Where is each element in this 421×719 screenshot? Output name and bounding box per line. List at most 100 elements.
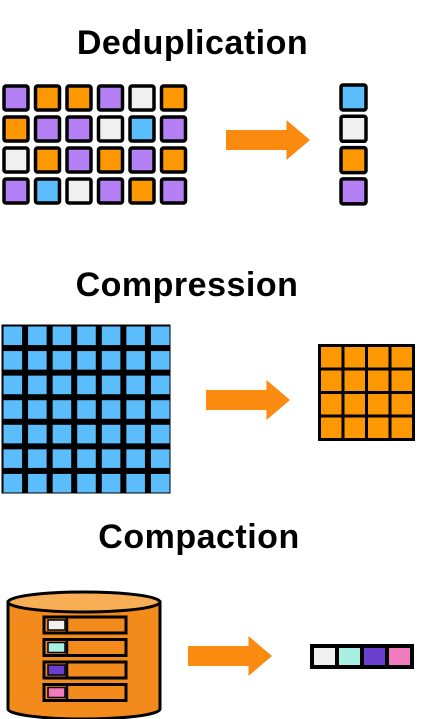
compression-output-cell: [321, 347, 342, 368]
dedup-input-cell: [128, 177, 156, 205]
dedup-output-cell: [339, 114, 368, 144]
title-compression: Compression: [75, 266, 299, 304]
compression-input-cell: [101, 326, 121, 346]
compression-input-cell: [52, 351, 72, 370]
compression-output-cell: [321, 417, 342, 438]
dedup-arrow: [226, 120, 310, 160]
compression-input-cell: [52, 326, 72, 346]
dedup-input-cell: [33, 84, 62, 112]
compression-output-cell: [344, 370, 365, 391]
compression-input-cell: [52, 424, 72, 444]
compression-output-cell: [368, 417, 389, 438]
compression-input-cell: [3, 424, 23, 444]
dedup-input-cell: [2, 146, 30, 174]
compression-output-cell: [344, 347, 365, 368]
compaction-output-cell: [339, 648, 360, 665]
compression-input-cell: [28, 473, 47, 493]
compression-input-cell: [101, 400, 121, 419]
dedup-input-cell: [2, 177, 30, 205]
compression-input-cell: [3, 449, 23, 468]
compression-input-cell: [126, 424, 145, 444]
compression-input-cell: [126, 400, 145, 419]
compression-arrow: [206, 380, 290, 420]
compression-input-cell: [101, 375, 121, 395]
compression-input-cell: [101, 351, 121, 370]
compression-input-cell: [77, 424, 96, 444]
compression-output-cell: [391, 347, 412, 368]
compression-input-cell: [52, 473, 72, 493]
dedup-input-cell: [2, 84, 30, 112]
compression-input-cell: [52, 375, 72, 395]
compression-output-cell: [344, 394, 365, 415]
cylinder-record-swatch: [47, 686, 66, 699]
compression-input-cell: [126, 326, 145, 346]
dedup-input-cell: [65, 84, 93, 112]
compression-output-cell: [391, 417, 412, 438]
dedup-input-cell: [128, 84, 156, 112]
cylinder-record-swatch: [47, 664, 66, 676]
compression-input-cell: [150, 473, 170, 493]
compaction-arrow: [188, 636, 272, 676]
compaction-output-cell: [389, 648, 410, 665]
compression-output-cell: [368, 370, 389, 391]
compression-output-cell: [391, 370, 412, 391]
compression-input-cell: [3, 326, 23, 346]
compression-input-cell: [101, 473, 121, 493]
dedup-input-cell: [33, 146, 62, 174]
compression-input-cell: [28, 424, 47, 444]
dedup-input-cell: [159, 84, 188, 112]
compression-input-cell: [77, 449, 96, 468]
dedup-output-cell: [339, 145, 368, 175]
compaction-output-cell: [314, 648, 335, 665]
compression-input-cell: [126, 449, 145, 468]
compression-input-cell: [77, 375, 96, 395]
compression-input-cell: [126, 351, 145, 370]
compression-input-cell: [150, 449, 170, 468]
compression-input-cell: [52, 449, 72, 468]
compression-input-cell: [77, 400, 96, 419]
dedup-input-cell: [128, 146, 156, 174]
compression-input-cell: [77, 326, 96, 346]
dedup-input-cell: [128, 115, 156, 143]
compression-input-cell: [28, 375, 47, 395]
dedup-output-cell: [339, 83, 368, 112]
compression-input-cell: [150, 351, 170, 370]
compression-input-cell: [101, 424, 121, 444]
compaction-output-cell: [364, 648, 385, 665]
compression-input-cell: [28, 449, 47, 468]
dedup-input-cell: [65, 177, 93, 205]
compression-output-cell: [368, 394, 389, 415]
compression-input-cell: [77, 351, 96, 370]
title-compaction: Compaction: [98, 518, 300, 556]
dedup-input-cell: [65, 115, 93, 143]
database-cylinder-top: [6, 590, 162, 614]
compression-output-cell: [321, 394, 342, 415]
compression-output-cell: [391, 394, 412, 415]
compression-input-cell: [150, 424, 170, 444]
compression-input-cell: [150, 326, 170, 346]
compression-input-cell: [3, 375, 23, 395]
title-deduplication: Deduplication: [76, 24, 309, 62]
compression-input-cell: [77, 473, 96, 493]
compression-output-cell: [321, 370, 342, 391]
dedup-input-cell: [65, 146, 93, 174]
compression-input-cell: [3, 400, 23, 419]
dedup-input-cell: [96, 146, 125, 174]
compression-input-cell: [3, 473, 23, 493]
compression-input-cell: [150, 375, 170, 395]
dedup-input-cell: [33, 115, 62, 143]
compression-input-cell: [150, 400, 170, 419]
dedup-input-cell: [96, 115, 125, 143]
compression-input-cell: [126, 375, 145, 395]
compression-input-cell: [52, 400, 72, 419]
dedup-input-cell: [96, 84, 125, 112]
compression-input-cell: [28, 326, 47, 346]
dedup-output-cell: [339, 177, 368, 206]
dedup-input-cell: [33, 177, 62, 205]
dedup-input-cell: [159, 177, 188, 205]
compression-output-cell: [344, 417, 365, 438]
compression-input-cell: [101, 449, 121, 468]
dedup-input-cell: [2, 115, 30, 143]
compression-input-cell: [28, 400, 47, 419]
